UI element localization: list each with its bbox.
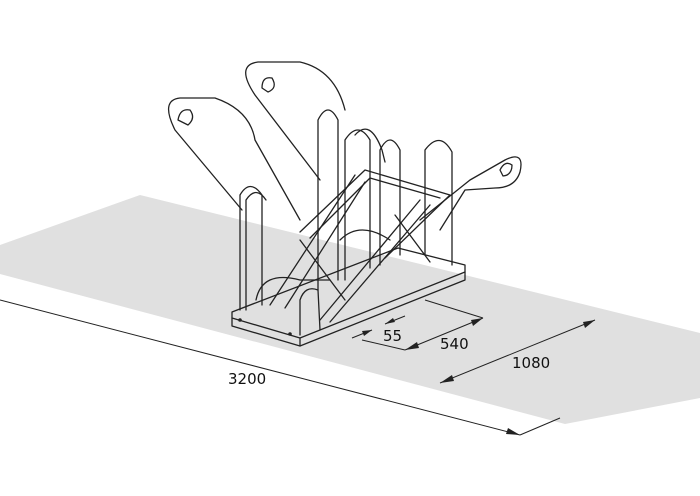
dimension-3200 — [0, 299, 561, 436]
label-3200: 3200 — [228, 370, 266, 388]
label-55: 55 — [383, 327, 402, 345]
bike-rack — [168, 61, 522, 347]
label-540: 540 — [440, 335, 469, 353]
label-1080: 1080 — [512, 354, 550, 372]
floor-footprint — [0, 195, 700, 424]
dimension-55 — [351, 315, 406, 339]
dimension-1080 — [439, 319, 596, 384]
dimension-540 — [361, 299, 484, 351]
